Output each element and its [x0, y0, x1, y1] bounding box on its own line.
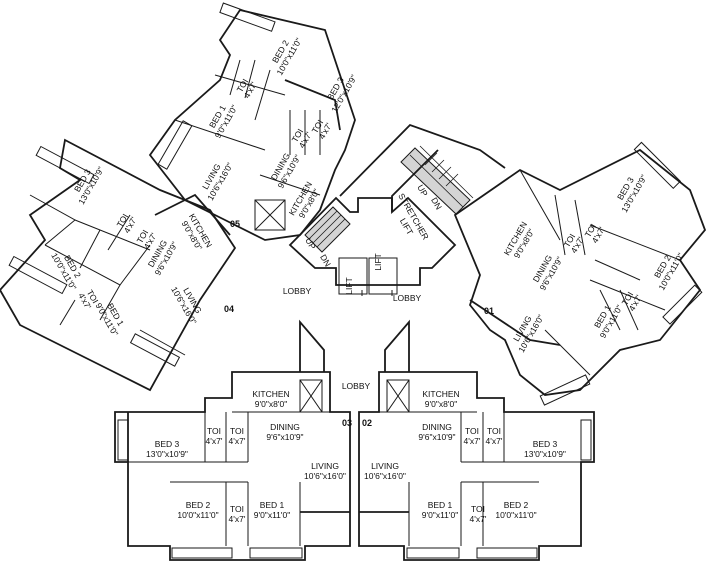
flat03-bed1-size: 9'0"x11'0"	[254, 510, 291, 520]
flat03-living: LIVING	[311, 461, 339, 471]
flat02-toi-c: TOI	[471, 504, 485, 514]
flat-04-walls	[0, 138, 237, 392]
flat03-dining-size: 9'6"x10'9"	[266, 432, 303, 442]
flat02-kitchen: KITCHEN	[422, 389, 459, 399]
flat-number-05: 05	[230, 219, 240, 229]
flat-01-walls	[453, 141, 707, 406]
flat02-bed1: BED 1	[428, 500, 453, 510]
flat02-bed2-size: 10'0"x11'0"	[495, 510, 536, 520]
flat-number-01: 01	[484, 306, 494, 316]
flat02-toi-a: TOI	[465, 426, 479, 436]
flat03-kitchen-size: 9'0"x8'0"	[255, 399, 287, 409]
flat03-toi-a: TOI	[207, 426, 221, 436]
flat-02-walls	[358, 319, 595, 561]
flat02-bed1-size: 9'0"x11'0"	[422, 510, 459, 520]
flat02-living: LIVING	[371, 461, 399, 471]
flat03-bed3: BED 3	[155, 439, 180, 449]
flat02-bed3: BED 3	[533, 439, 558, 449]
dn-label-core: DN	[318, 253, 333, 269]
lobby-label-left: LOBBY	[283, 286, 312, 296]
flat02-dining-size: 9'6"x10'9"	[418, 432, 455, 442]
flat-number-03: 03	[342, 418, 352, 428]
stair-flight-left	[304, 206, 351, 253]
lobby-label-center: LOBBY	[393, 293, 422, 303]
flat02-kitchen-size: 9'0"x8'0"	[425, 399, 457, 409]
flat02-toi-c-size: 4'x7'	[470, 514, 487, 524]
flat-number-04: 04	[224, 304, 234, 314]
flat02-toi-a-size: 4'x7'	[464, 436, 481, 446]
lobby-label-bottom: LOBBY	[342, 381, 371, 391]
flat03-bed2: BED 2	[186, 500, 211, 510]
flat03-toi-b-size: 4'x7'	[229, 436, 246, 446]
flat03-dining: DINING	[270, 422, 300, 432]
flat03-bed2-size: 10'0"x11'0"	[177, 510, 218, 520]
flat03-toi-c: TOI	[230, 504, 244, 514]
flat02-bed3-size: 13'0"x10'9"	[524, 449, 566, 459]
flat03-toi-b: TOI	[230, 426, 244, 436]
core-walls	[254, 123, 506, 296]
flat02-dining: DINING	[422, 422, 452, 432]
flat03-toi-c-size: 4'x7'	[229, 514, 246, 524]
lift-label-2: LIFT	[373, 253, 383, 270]
flat-number-02: 02	[362, 418, 372, 428]
flat02-toi-b-size: 4'x7'	[486, 436, 503, 446]
flat02-living-size: 10'6"x16'0"	[364, 471, 406, 481]
flat-03-walls	[114, 319, 351, 561]
flat03-kitchen: KITCHEN	[252, 389, 289, 399]
flat02-toi-b: TOI	[487, 426, 501, 436]
flat03-bed3-size: 13'0"x10'9"	[146, 449, 188, 459]
flat-05-walls	[148, 2, 356, 241]
flat03-bed1: BED 1	[260, 500, 285, 510]
flat03-toi-a-size: 4'x7'	[206, 436, 223, 446]
flat03-living-size: 10'6"x16'0"	[304, 471, 346, 481]
lift-label-1: LIFT	[344, 277, 354, 294]
flat02-bed2: BED 2	[504, 500, 529, 510]
